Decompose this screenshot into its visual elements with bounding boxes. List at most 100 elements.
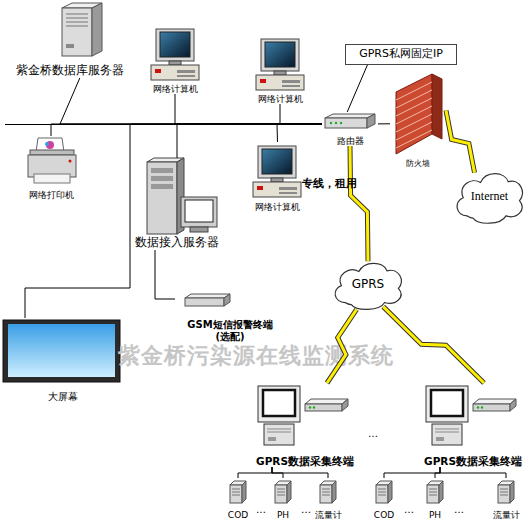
drive-bay [151, 176, 173, 181]
network-cable [25, 124, 322, 318]
cod-sensor: COD [368, 478, 400, 520]
node-label: 网络打印机 [29, 190, 74, 200]
node-label: PH [429, 510, 441, 520]
terminal-icon [426, 386, 516, 445]
brick-joint [396, 130, 432, 148]
cloud-shape [335, 263, 401, 309]
router-side [367, 114, 375, 128]
cable-line [347, 65, 367, 112]
ellipsis-label: … [368, 428, 378, 439]
lightning-link [327, 309, 357, 383]
cable-line [177, 124, 322, 158]
flowmeter: 流量计 [486, 478, 526, 520]
computer-icon [256, 39, 304, 90]
network-cable [378, 123, 390, 124]
network-cable [51, 124, 322, 136]
node-label: 流量计 [315, 510, 342, 520]
lightning-fill [327, 309, 357, 383]
database-server: 紫金桥数据库服务器 [0, 0, 140, 78]
gsm-top [185, 294, 230, 298]
screen-frame [3, 320, 120, 382]
network-cable [435, 467, 440, 478]
ellipsis-label: … [454, 504, 464, 515]
server-slot [66, 18, 88, 19]
server-slot [66, 26, 88, 27]
lightning-link [350, 146, 368, 261]
flowmeter: 流量计 [308, 478, 348, 520]
screen-panel [8, 324, 115, 377]
brick-joint [396, 114, 432, 132]
terminal-icon [258, 386, 348, 445]
printer-light [69, 160, 72, 163]
node-label: 数据接入服务器 [135, 236, 219, 250]
cable-line [155, 250, 175, 299]
lightning-fill [350, 146, 368, 261]
node-label: GPRS数据采集终端 [424, 455, 522, 467]
paper-print [45, 142, 49, 146]
node-label: GPRS私网固定IP [359, 48, 443, 61]
router-light [335, 122, 337, 124]
ellipsis-label: … [256, 504, 266, 515]
node-label: COD [374, 510, 394, 520]
lightning-fill [383, 307, 484, 383]
node-label: GPRS数据采集终端 [256, 455, 354, 467]
ph-sensor: PH [420, 478, 450, 520]
drive-bay [151, 168, 173, 173]
sensor-icon [230, 481, 246, 503]
lightning-link [446, 110, 475, 172]
monitor-base [190, 227, 208, 232]
lightning-outline [446, 110, 475, 172]
node-label: 紫金桥数据库服务器 [16, 64, 124, 78]
cod-sensor: COD [222, 478, 254, 520]
network-cable [155, 250, 175, 299]
node-label: 网络计算机 [153, 84, 198, 94]
network-computer: 网络计算机 [140, 28, 210, 94]
server-front [147, 162, 177, 234]
network-cable [272, 467, 328, 478]
network-cable [175, 94, 322, 124]
network-cable [177, 124, 322, 158]
sensor-icon [320, 481, 336, 503]
sensor-icon [498, 481, 514, 503]
sensor-icon [275, 481, 291, 503]
network-computer: 网络计算机 [245, 38, 315, 104]
node-label: 流量计 [493, 510, 520, 520]
lightning-outline [327, 309, 357, 383]
monitor-screen [185, 200, 213, 222]
network-cable [347, 65, 367, 112]
ip-callout-box: GPRS私网固定IP [345, 44, 457, 65]
gsm-alarm-terminal: GSM短信报警终端 (选配) [175, 292, 285, 342]
sensor-icon [376, 481, 392, 503]
network-cable [277, 124, 322, 142]
node-label: 网络计算机 [255, 202, 300, 212]
server-side [92, 3, 102, 56]
internet-cloud: Internet [452, 168, 527, 226]
cable-line [277, 124, 322, 142]
server-slot [66, 22, 88, 23]
cable-line [280, 104, 322, 124]
router-light [340, 122, 342, 124]
data-access-server: 数据接入服务器 [122, 158, 232, 250]
gprs-terminal: GPRS数据采集终端 [418, 383, 528, 467]
network-printer: 网络打印机 [15, 136, 87, 200]
brick-joint [396, 122, 432, 140]
lightning-link [383, 307, 484, 383]
network-cable [60, 78, 322, 124]
server-front [62, 8, 92, 56]
router-front [325, 118, 367, 128]
cable-line [384, 467, 440, 478]
cable-line [378, 123, 390, 124]
firewall: 防火墙 [390, 72, 446, 168]
printer-top [30, 150, 74, 155]
node-label: 路由器 [337, 136, 364, 146]
lightning-outline [350, 146, 368, 261]
router-light [330, 122, 332, 124]
gprs-cloud: GPRS [330, 258, 406, 312]
drive-bay [151, 184, 173, 189]
server-button [66, 44, 74, 48]
network-cable [238, 467, 272, 478]
node-label: COD [228, 510, 248, 520]
computer-icon [253, 146, 301, 197]
